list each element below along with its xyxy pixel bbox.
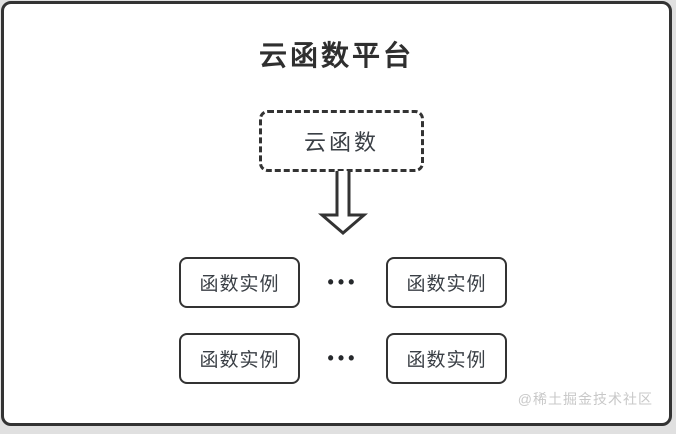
function-instance-label: 函数实例 (406, 274, 487, 295)
function-instance-node: 函数实例 (386, 333, 507, 384)
function-instance-node: 函数实例 (386, 257, 507, 308)
diagram-title: 云函数平台 (258, 40, 414, 71)
function-instance-node: 函数实例 (179, 333, 300, 384)
function-instance-label: 函数实例 (199, 274, 280, 295)
arrow-down-icon (318, 171, 368, 235)
function-instance-label: 函数实例 (406, 350, 487, 371)
diagram-canvas: 云函数平台 云函数 函数实例 ••• 函数实例 函数实例 ••• 函数实例 @稀… (1, 1, 672, 426)
ellipsis-icon: ••• (327, 348, 359, 368)
watermark: @稀土掘金技术社区 (517, 391, 653, 407)
cloud-function-label: 云函数 (303, 130, 379, 155)
function-instance-node: 函数实例 (179, 257, 300, 308)
cloud-function-node: 云函数 (259, 110, 424, 172)
function-instance-label: 函数实例 (199, 350, 280, 371)
ellipsis-icon: ••• (327, 272, 359, 292)
